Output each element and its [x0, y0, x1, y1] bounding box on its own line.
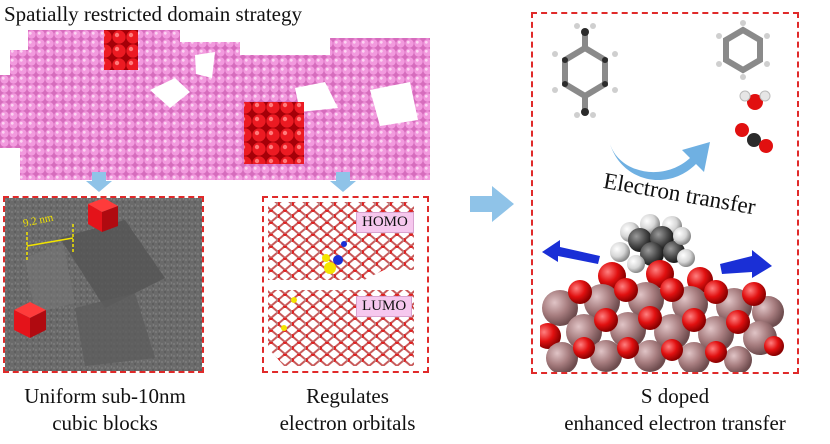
orbitals-caption-line2: electron orbitals [279, 411, 416, 435]
red-cube-icon [88, 198, 118, 232]
lumo-label: LUMO [356, 296, 413, 317]
red-cube-icon [14, 302, 46, 338]
top-panel-title: Spatially restricted domain strategy [4, 2, 302, 26]
methylated-benzene-molecule-icon [552, 23, 618, 118]
orbitals-caption: Regulates electron orbitals [250, 383, 445, 437]
homo-label: HOMO [356, 212, 414, 233]
red-cube-cluster [104, 30, 138, 70]
down-arrow-icon [86, 172, 112, 192]
red-cube-cluster [244, 102, 304, 164]
tem-caption-line2: cubic blocks [52, 411, 158, 435]
catalyst-surface-image [540, 214, 784, 372]
benzene-molecule-icon [716, 20, 770, 80]
tem-caption: Uniform sub-10nm cubic blocks [0, 383, 210, 437]
right-arrow-icon [470, 186, 514, 222]
orbitals-caption-line1: Regulates [306, 384, 389, 408]
down-arrow-icon [330, 172, 356, 192]
co2-molecule-icon [735, 123, 773, 153]
curved-arrow-icon [610, 142, 710, 181]
pink-lattice-image [0, 30, 440, 180]
reaction-caption: S doped enhanced electron transfer [545, 383, 805, 437]
water-molecule-icon [739, 90, 771, 110]
reaction-caption-line2: enhanced electron transfer [564, 411, 786, 435]
reaction-panel [531, 12, 799, 374]
reaction-caption-line1: S doped [640, 384, 710, 408]
tem-caption-line1: Uniform sub-10nm [24, 384, 186, 408]
